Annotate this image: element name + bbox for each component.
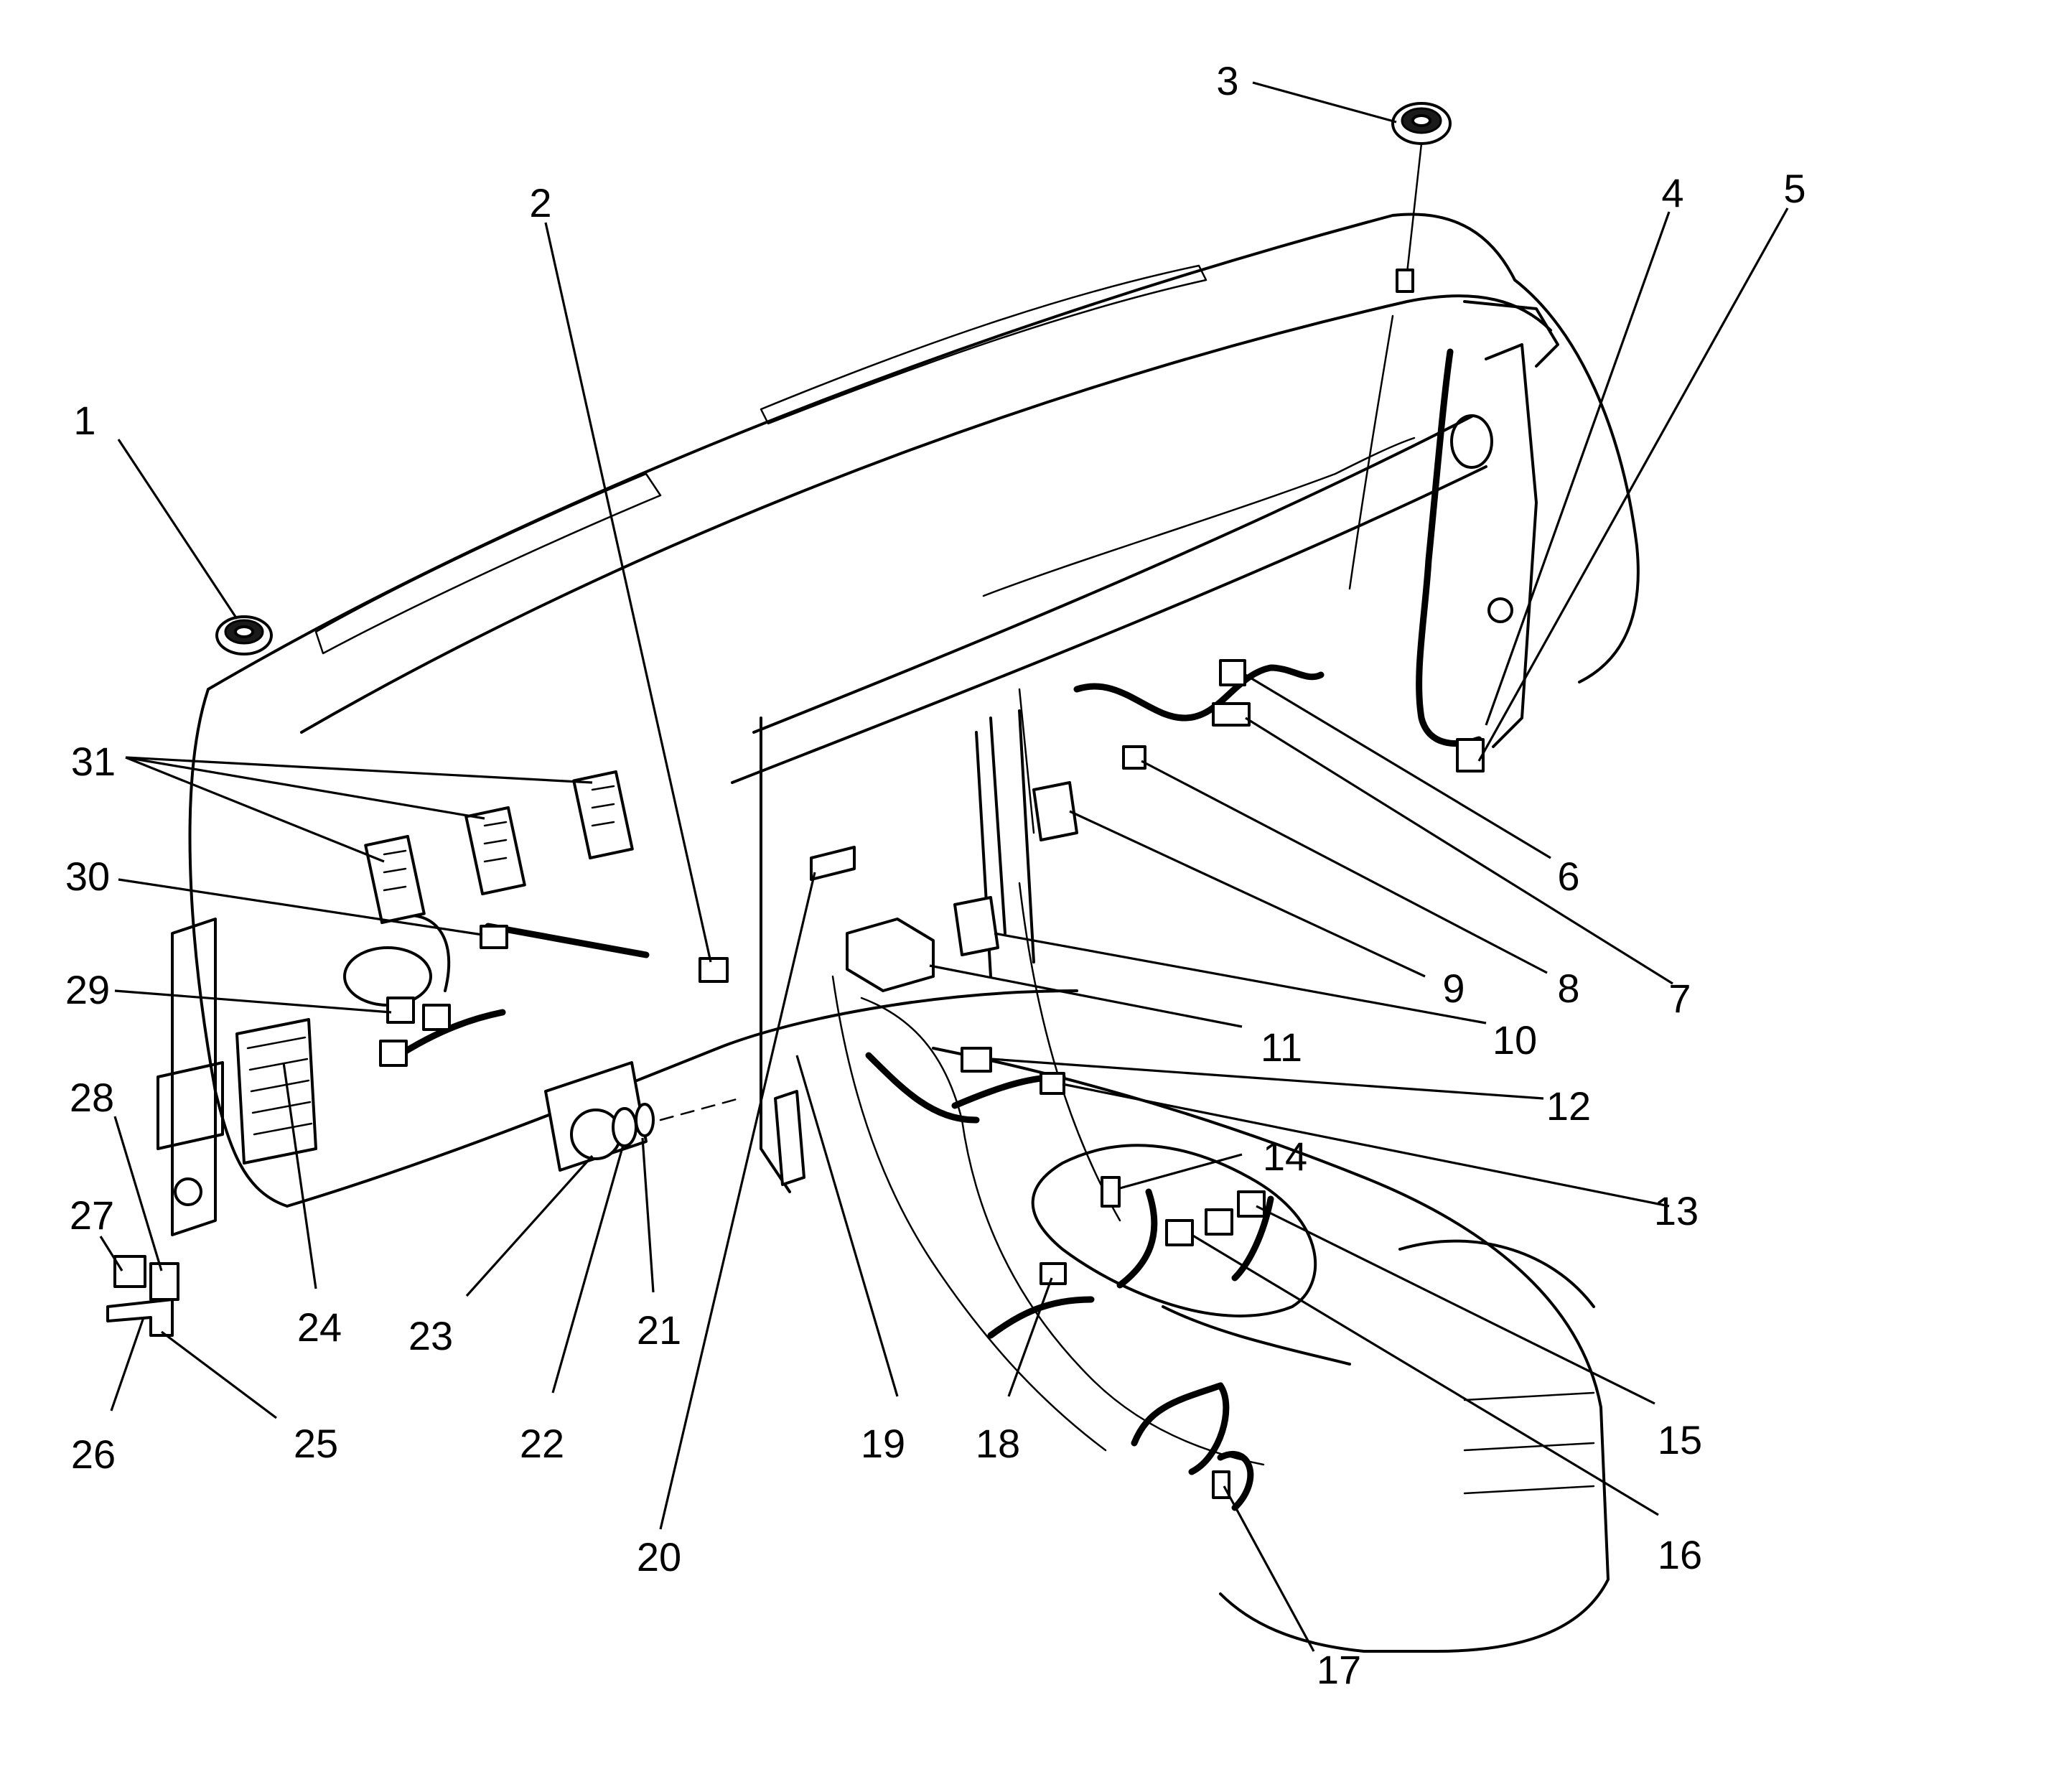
component-16b-connector — [1205, 1208, 1233, 1236]
callout-4: 4 — [1661, 170, 1683, 215]
component-17-connector — [1212, 1470, 1230, 1499]
leader-31a — [125, 756, 385, 863]
leader-15 — [1256, 1205, 1655, 1405]
callout-labels: 1 2 3 4 5 6 7 8 9 10 11 12 13 14 15 16 1… — [65, 58, 1806, 1692]
leader-17 — [1223, 1485, 1315, 1652]
callout-11: 11 — [1261, 1025, 1302, 1070]
leader-29 — [114, 989, 392, 1014]
component-20-bracket — [810, 846, 856, 881]
callout-2: 2 — [529, 180, 551, 225]
callout-30: 30 — [65, 854, 110, 899]
callout-8: 8 — [1557, 966, 1579, 1011]
leader-lines — [99, 81, 1789, 1652]
leader-7 — [1245, 717, 1673, 985]
component-29-30-connectors — [379, 925, 508, 1067]
leader-24 — [282, 1062, 317, 1289]
leader-25 — [161, 1330, 277, 1419]
callout-22: 22 — [520, 1421, 564, 1466]
callout-21: 21 — [637, 1307, 681, 1353]
leader-26 — [110, 1317, 145, 1411]
leader-2 — [544, 222, 712, 963]
leader-6 — [1245, 673, 1551, 859]
leader-28 — [113, 1116, 163, 1271]
component-8-connector — [1122, 745, 1146, 770]
callout-18: 18 — [976, 1421, 1020, 1466]
component-1-grommet — [215, 615, 273, 655]
component-10-connector — [953, 896, 999, 956]
leader-12 — [990, 1058, 1544, 1100]
leader-16 — [1191, 1233, 1659, 1516]
leader-14 — [1119, 1153, 1243, 1190]
leader-31b — [125, 756, 485, 820]
leader-30 — [118, 878, 483, 936]
callout-10: 10 — [1493, 1017, 1537, 1063]
component-31-connectors — [364, 770, 634, 925]
callout-5: 5 — [1783, 166, 1806, 211]
component-11-module — [846, 918, 935, 992]
leader-22 — [551, 1144, 625, 1394]
leader-8 — [1141, 760, 1548, 974]
leader-21 — [641, 1137, 655, 1293]
callout-25: 25 — [294, 1421, 338, 1466]
callout-15: 15 — [1658, 1417, 1702, 1462]
instrument-panel-drawing — [157, 213, 1640, 1653]
callout-28: 28 — [70, 1075, 114, 1120]
callout-16: 16 — [1658, 1532, 1702, 1577]
callout-12: 12 — [1546, 1083, 1591, 1129]
callout-29: 29 — [65, 967, 110, 1012]
callout-1: 1 — [73, 398, 95, 443]
callout-24: 24 — [297, 1305, 342, 1350]
callout-13: 13 — [1654, 1188, 1699, 1233]
leader-1 — [117, 439, 238, 620]
component-14-connector — [1101, 1176, 1121, 1208]
component-16-connector — [1165, 1219, 1194, 1246]
callout-14: 14 — [1263, 1134, 1307, 1179]
leader-27 — [99, 1236, 123, 1271]
component-7-connector — [1212, 702, 1251, 727]
callout-3: 3 — [1216, 58, 1238, 103]
leader-9 — [1069, 810, 1426, 978]
component-24-fuse-block — [235, 1018, 317, 1165]
callout-27: 27 — [70, 1193, 114, 1238]
leader-18 — [1007, 1277, 1053, 1397]
component-6-connector — [1219, 659, 1246, 686]
callout-31: 31 — [71, 739, 116, 784]
callout-19: 19 — [861, 1421, 905, 1466]
callout-6: 6 — [1557, 854, 1579, 899]
component-19-connector — [774, 1090, 805, 1186]
leader-31c — [125, 756, 593, 784]
callout-7: 7 — [1668, 976, 1691, 1021]
component-13-connector — [1040, 1072, 1065, 1095]
callout-20: 20 — [637, 1534, 681, 1579]
component-15-connector — [1237, 1190, 1266, 1218]
leader-13 — [1062, 1083, 1670, 1208]
leader-19 — [795, 1055, 899, 1397]
components — [106, 102, 1513, 1499]
callout-23: 23 — [408, 1313, 453, 1358]
leader-23 — [465, 1154, 594, 1297]
component-12-connector — [961, 1047, 992, 1073]
leader-11 — [929, 964, 1243, 1028]
component-25-bracket — [106, 1255, 179, 1337]
leader-20 — [659, 872, 816, 1530]
component-22-ignition-assembly — [544, 1061, 741, 1172]
component-5-connector — [1456, 738, 1485, 773]
component-9-module — [1032, 781, 1078, 841]
component-4-grommet — [1487, 597, 1513, 623]
callout-26: 26 — [71, 1432, 116, 1477]
component-3-grommet — [1391, 102, 1452, 293]
leader-4 — [1485, 211, 1671, 726]
callout-9: 9 — [1442, 966, 1465, 1011]
leader-5 — [1477, 207, 1789, 762]
component-18-connector — [1040, 1262, 1067, 1285]
leader-3 — [1252, 81, 1397, 123]
component-2-connector — [699, 957, 729, 983]
callout-17: 17 — [1317, 1647, 1361, 1692]
leader-10 — [994, 932, 1487, 1025]
